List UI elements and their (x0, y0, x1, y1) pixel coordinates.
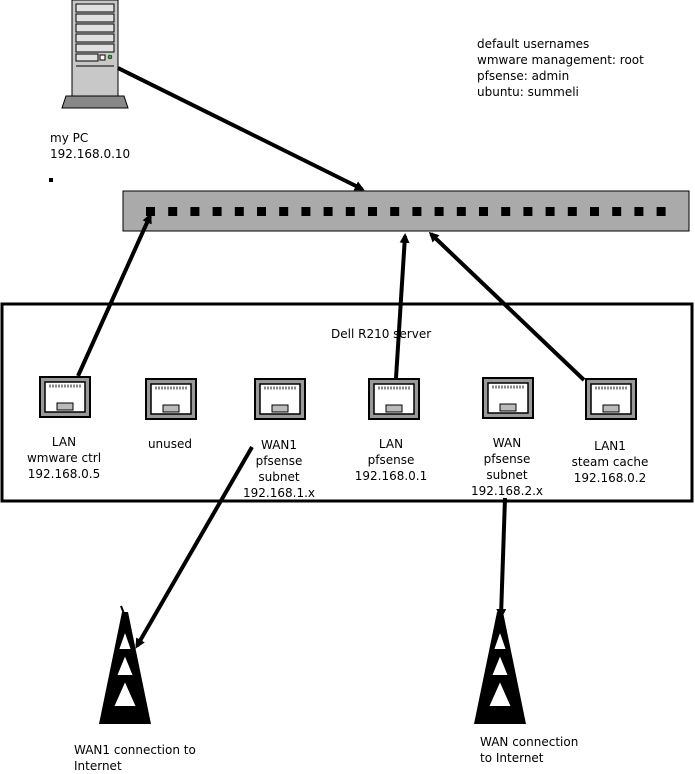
pc-ip: 192.168.0.10 (50, 147, 131, 161)
ethernet-port-icon (254, 378, 306, 420)
switch-port (545, 207, 555, 216)
port-label: WAN pfsense subnet 192.168.2.x (471, 436, 543, 498)
switch-port (479, 207, 488, 216)
steam-cache-to-switch-arrow (428, 231, 586, 382)
switch-port (501, 207, 511, 216)
switch-port (234, 207, 244, 216)
ethernet-port-icon (368, 378, 420, 420)
radio-tower-icon (474, 612, 526, 724)
ethernet-port-icon (585, 378, 637, 420)
lan-pfsense-to-switch-arrow (394, 233, 410, 379)
my-pc-label: my PC 192.168.0.10 (50, 130, 130, 162)
pc-name: my PC (50, 131, 89, 145)
server-box (0, 302, 694, 503)
server-port-row (39, 376, 637, 420)
note-line: wmware management: root (477, 53, 644, 67)
port-label: WAN1 pfsense subnet 192.168.1.x (243, 438, 315, 500)
switch-port (212, 207, 222, 216)
radio-tower-icon (99, 605, 151, 724)
port-label: unused (147, 437, 193, 451)
port-label: LAN pfsense 192.168.0.1 (354, 437, 428, 483)
switch-port (412, 207, 422, 216)
switch-port (523, 207, 533, 216)
wan-to-tower-arrow (496, 497, 507, 619)
switch-port (590, 207, 599, 216)
network-switch (122, 190, 690, 232)
switch-port (612, 207, 622, 216)
ethernet-port-icon (39, 376, 91, 418)
marker-dot (49, 178, 53, 182)
note-line: ubuntu: summeli (477, 85, 579, 99)
connection-lines (76, 66, 586, 649)
switch-port-row (146, 207, 666, 216)
switch-port (279, 207, 289, 216)
switch-port (190, 207, 200, 216)
switch-port (390, 207, 400, 216)
note-line: pfsense: admin (477, 69, 570, 83)
switch-port (634, 207, 644, 216)
switch-port (368, 207, 377, 216)
pc-tower-icon (61, 0, 129, 109)
ethernet-port-icon (482, 377, 534, 419)
switch-port (456, 207, 466, 216)
note-line: default usernames (477, 37, 590, 51)
default-usernames-note: default usernames wmware management: roo… (477, 36, 644, 100)
port-label: LAN1 steam cache 192.168.0.2 (571, 439, 649, 485)
port-label: LAN wmware ctrl 192.168.0.5 (26, 435, 102, 481)
pc-to-switch-arrow (117, 66, 365, 191)
switch-port (168, 207, 178, 216)
wan1-to-tower-arrow (135, 445, 254, 649)
lan-wmware-to-switch-arrow (76, 213, 152, 377)
tower-label: WAN connection to Internet (480, 735, 579, 765)
switch-port (146, 207, 155, 216)
switch-port (323, 207, 333, 216)
ethernet-port-icon (145, 378, 197, 420)
switch-port (301, 207, 311, 216)
switch-port (345, 207, 355, 216)
switch-port (567, 207, 577, 216)
switch-port (434, 207, 444, 216)
tower-label: WAN1 connection to Internet (74, 743, 196, 773)
server-title: Dell R210 server (331, 327, 432, 341)
switch-port (257, 207, 266, 216)
switch-port (656, 207, 666, 216)
